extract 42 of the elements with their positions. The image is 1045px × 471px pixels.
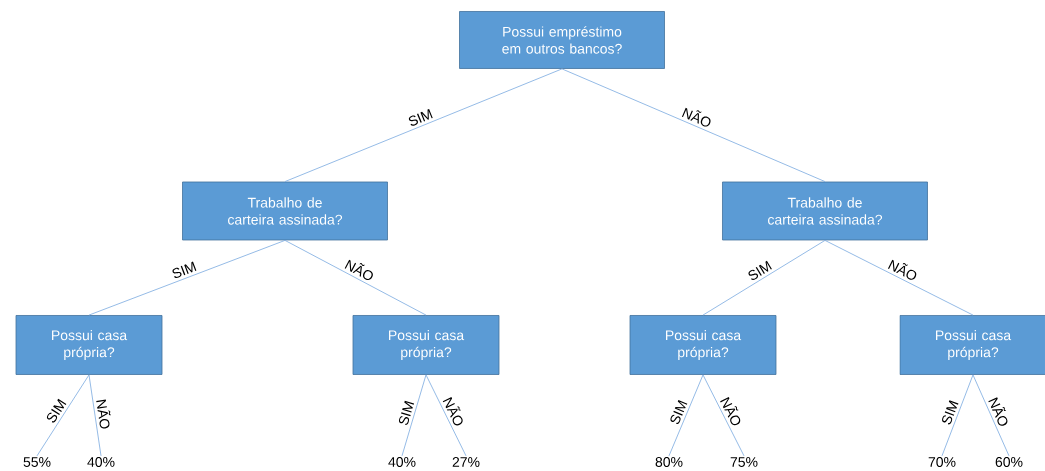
- branch-line: [668, 374, 704, 457]
- decision-box: Possui empréstimo em outros bancos?: [459, 11, 665, 69]
- edge-label: NÃO: [440, 393, 469, 429]
- outcome-percent: 60%: [995, 457, 1023, 467]
- edge-label: NÃO: [885, 255, 921, 284]
- decision-box: Possui casa própria?: [15, 315, 163, 375]
- decision-box: Possui casa própria?: [899, 315, 1045, 375]
- branch-line: [941, 374, 974, 457]
- branch-line: [284, 240, 427, 316]
- branch-line: [401, 374, 427, 457]
- branch-line: [36, 374, 90, 457]
- edge-label: SIM: [169, 259, 199, 281]
- outcome-percent: 40%: [87, 457, 115, 467]
- decision-box: Possui casa própria?: [352, 315, 500, 375]
- branch-line: [702, 374, 745, 457]
- edge-label: SIM: [939, 397, 961, 428]
- edge-label: NÃO: [986, 393, 1013, 430]
- branch-line: [702, 240, 826, 316]
- outcome-percent: 55%: [23, 457, 51, 467]
- branch-line: [824, 240, 974, 316]
- edge-label: NÃO: [342, 255, 378, 284]
- decision-box: Trabalho de carteira assinada?: [722, 181, 928, 241]
- edge-label: SIM: [405, 107, 436, 129]
- branch-line: [972, 374, 1010, 457]
- outcome-percent: 40%: [388, 457, 416, 467]
- branch-line: [88, 240, 286, 316]
- edge-label: NÃO: [94, 396, 114, 432]
- outcome-percent: 75%: [730, 457, 758, 467]
- branch-line: [88, 374, 102, 457]
- edge-label: NÃO: [679, 103, 715, 130]
- branch-line: [425, 374, 467, 457]
- decision-box: Possui casa própria?: [629, 315, 777, 375]
- outcome-percent: 27%: [452, 457, 480, 467]
- decision-box: Trabalho de carteira assinada?: [182, 181, 388, 241]
- edge-label: SIM: [667, 397, 690, 427]
- outcome-percent: 70%: [928, 457, 956, 467]
- branch-line: [284, 68, 563, 182]
- branch-line: [561, 68, 826, 182]
- edge-label: SIM: [396, 398, 416, 428]
- edge-label: NÃO: [718, 393, 746, 429]
- outcome-percent: 80%: [655, 457, 683, 467]
- edge-label: SIM: [745, 258, 775, 283]
